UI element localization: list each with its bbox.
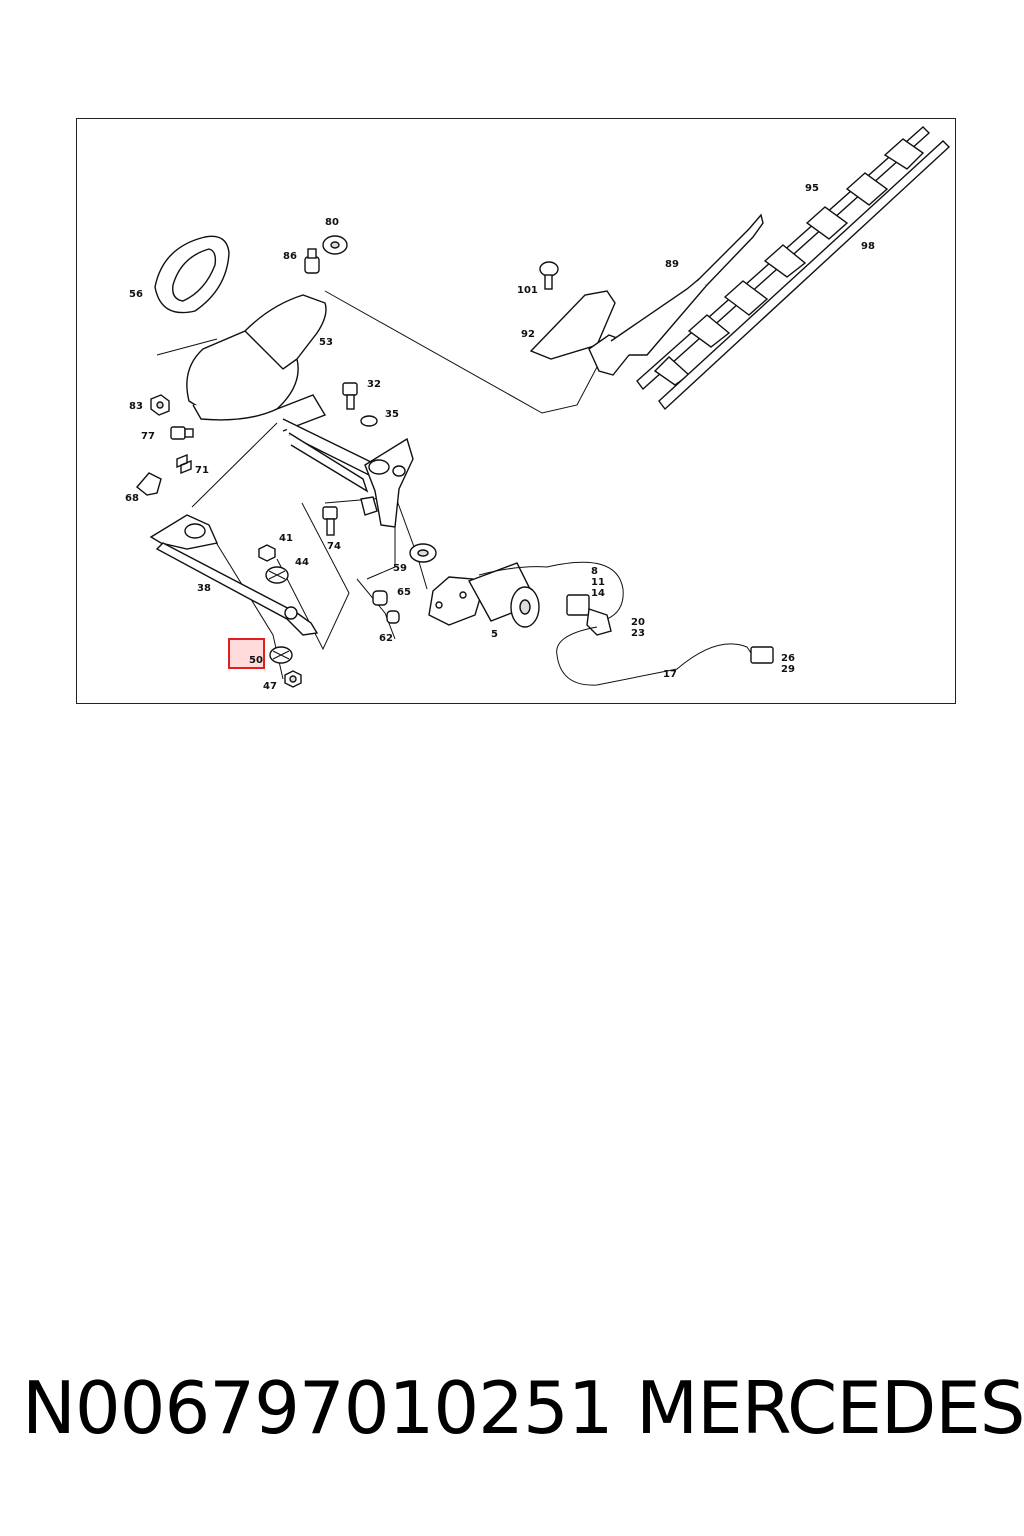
part-74-bolt bbox=[322, 506, 338, 536]
exploded-view-drawing: 80 86 56 53 83 77 71 68 32 35 74 41 44 3… bbox=[125, 126, 951, 692]
callout-17: 17 bbox=[663, 669, 677, 680]
harness-connectors bbox=[478, 561, 774, 686]
part-53-arm-head bbox=[186, 294, 379, 493]
callout-89: 89 bbox=[665, 259, 679, 270]
callout-32: 32 bbox=[367, 379, 381, 390]
callout-56: 56 bbox=[129, 289, 143, 300]
callout-95: 95 bbox=[805, 183, 819, 194]
callout-20: 20 bbox=[631, 617, 645, 628]
part-50-washer bbox=[269, 646, 293, 664]
brand-name: MERCEDES bbox=[636, 1366, 1024, 1450]
part-101-screw bbox=[539, 261, 559, 290]
part-number: N006797010251 bbox=[22, 1366, 614, 1450]
callout-86: 86 bbox=[283, 251, 297, 262]
callout-5: 5 bbox=[491, 629, 498, 640]
callout-71: 71 bbox=[195, 465, 209, 476]
callout-83: 83 bbox=[129, 401, 143, 412]
callout-92: 92 bbox=[521, 329, 535, 340]
part-89-wiper-arm bbox=[588, 213, 764, 376]
part-47-nut bbox=[284, 670, 302, 688]
callout-68: 68 bbox=[125, 493, 139, 504]
callout-59: 59 bbox=[393, 563, 407, 574]
callout-26: 26 bbox=[781, 653, 795, 664]
part-35-washer bbox=[360, 415, 378, 427]
callout-80: 80 bbox=[325, 217, 339, 228]
callout-38: 38 bbox=[197, 583, 211, 594]
callout-47: 47 bbox=[263, 681, 277, 692]
callout-41: 41 bbox=[279, 533, 293, 544]
linkage-bracket bbox=[360, 437, 414, 528]
callout-53: 53 bbox=[319, 337, 333, 348]
part-56-cover-cap bbox=[154, 235, 230, 314]
part-59-grommet bbox=[409, 543, 437, 563]
callout-44: 44 bbox=[295, 557, 309, 568]
callout-14: 14 bbox=[591, 588, 605, 599]
part-98-wiper-refill bbox=[658, 140, 951, 411]
part-62-cap bbox=[386, 610, 400, 624]
callout-98: 98 bbox=[861, 241, 875, 252]
part-65-bush bbox=[372, 590, 388, 606]
part-86-nozzle bbox=[304, 248, 320, 274]
part-5-wiper-motor bbox=[428, 562, 540, 628]
callout-8: 8 bbox=[591, 566, 598, 577]
part-77-bolt bbox=[170, 426, 194, 440]
callout-29: 29 bbox=[781, 664, 795, 675]
part-68-clip bbox=[135, 472, 162, 496]
callout-50: 50 bbox=[249, 655, 263, 666]
part-41-nut bbox=[258, 544, 276, 562]
part-92-cover bbox=[529, 290, 616, 360]
callout-65: 65 bbox=[397, 587, 411, 598]
callout-62: 62 bbox=[379, 633, 393, 644]
parts-diagram: 80 86 56 53 83 77 71 68 32 35 74 41 44 3… bbox=[76, 118, 956, 704]
callout-74: 74 bbox=[327, 541, 341, 552]
part-83-nut bbox=[150, 394, 170, 416]
callout-labels: 80 86 56 53 83 77 71 68 32 35 74 41 44 3… bbox=[125, 183, 875, 692]
callout-23: 23 bbox=[631, 628, 645, 639]
part-38-linkage-rod bbox=[149, 514, 319, 636]
callout-35: 35 bbox=[385, 409, 399, 420]
part-71-spring bbox=[176, 453, 192, 475]
callout-77: 77 bbox=[141, 431, 155, 442]
callout-101: 101 bbox=[517, 285, 538, 296]
part-32-bolt bbox=[342, 382, 358, 410]
highlight-box-50 bbox=[228, 638, 265, 669]
part-44-washer bbox=[265, 566, 289, 584]
part-95-wiper-blade bbox=[636, 126, 931, 391]
callout-11: 11 bbox=[591, 577, 605, 588]
part-80-washer bbox=[322, 235, 348, 255]
